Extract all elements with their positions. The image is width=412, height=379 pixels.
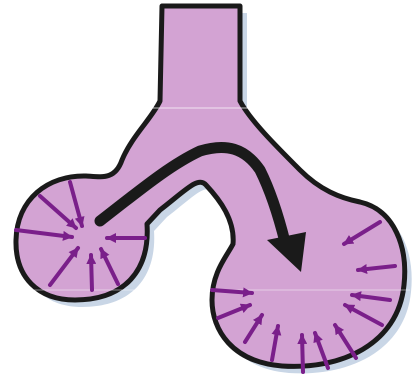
inward-pressure-arrow (302, 335, 303, 372)
airway-outline (16, 6, 405, 366)
inward-pressure-arrow (91, 255, 92, 290)
